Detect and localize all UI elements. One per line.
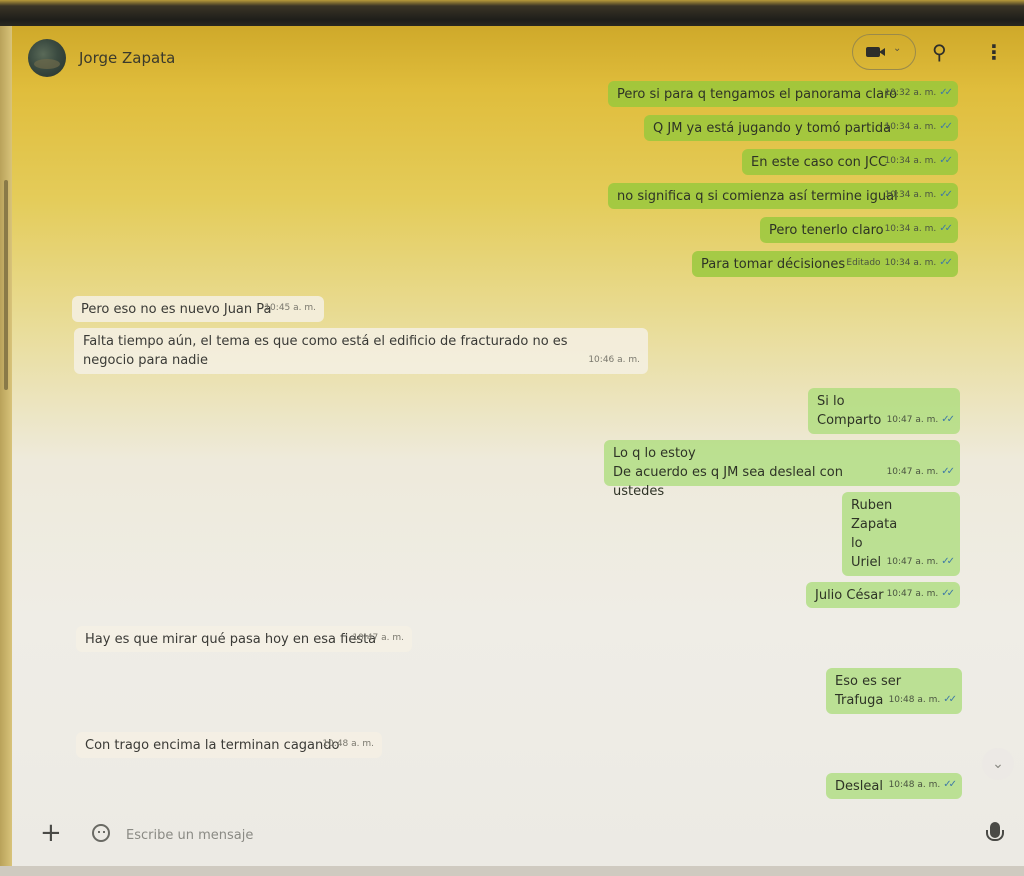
message-meta: 10:34 a. m.✓✓ bbox=[884, 117, 953, 137]
read-ticks-icon: ✓✓ bbox=[939, 223, 953, 234]
message-bubble-outgoing[interactable]: no significa q si comienza así termine i… bbox=[608, 183, 958, 209]
message-time: 10:34 a. m. bbox=[884, 224, 937, 234]
message-bubble-outgoing[interactable]: En este caso con JCC 10:34 a. m.✓✓ bbox=[742, 149, 958, 175]
message-text: Julio César bbox=[815, 588, 884, 603]
message-time: 10:47 a. m. bbox=[886, 467, 939, 477]
message-time: 10:47 a. m. bbox=[886, 415, 939, 425]
message-bubble-outgoing[interactable]: Julio César 10:47 a. m.✓✓ bbox=[806, 582, 960, 608]
message-meta: 10:48 a. m.✓✓ bbox=[888, 690, 957, 710]
message-bubble-incoming[interactable]: Con trago encima la terminan cagando 10:… bbox=[76, 732, 382, 758]
message-meta: 10:45 a. m. bbox=[264, 299, 316, 318]
read-ticks-icon: ✓✓ bbox=[943, 779, 957, 790]
message-composer: + bbox=[12, 806, 1024, 866]
message-meta: 10:32 a. m.✓✓ bbox=[884, 83, 953, 103]
chevron-down-icon: ⌄ bbox=[893, 43, 902, 54]
message-text: Lo q lo estoy De acuerdo es q JM sea des… bbox=[613, 446, 843, 499]
read-ticks-icon: ✓✓ bbox=[939, 189, 953, 200]
search-icon[interactable]: ⚲ bbox=[932, 40, 947, 64]
message-meta: 10:47 a. m.✓✓ bbox=[886, 410, 955, 430]
message-text: no significa q si comienza así termine i… bbox=[617, 189, 898, 204]
message-text: En este caso con JCC bbox=[751, 155, 888, 170]
message-meta: 10:34 a. m.✓✓ bbox=[884, 219, 953, 239]
message-text: Para tomar décisiones bbox=[701, 257, 846, 272]
message-time: 10:48 a. m. bbox=[888, 695, 941, 705]
scrollbar-thumb[interactable] bbox=[4, 180, 8, 390]
message-bubble-outgoing[interactable]: Pero tenerlo claro 10:34 a. m.✓✓ bbox=[760, 217, 958, 243]
sticker-icon[interactable] bbox=[92, 824, 110, 842]
microphone-icon[interactable] bbox=[986, 822, 1004, 841]
message-bubble-incoming[interactable]: Falta tiempo aún, el tema es que como es… bbox=[74, 328, 648, 374]
message-text: Falta tiempo aún, el tema es que como es… bbox=[83, 334, 568, 368]
video-call-button[interactable]: ⌄ bbox=[852, 34, 916, 70]
message-time: 10:34 a. m. bbox=[884, 258, 937, 268]
message-input[interactable] bbox=[124, 822, 948, 848]
message-meta: 10:47 a. m.✓✓ bbox=[886, 462, 955, 482]
message-text: Pero tenerlo claro bbox=[769, 223, 884, 238]
monitor-bezel bbox=[0, 0, 1024, 26]
scroll-to-bottom-button[interactable]: ⌄ bbox=[982, 748, 1014, 780]
message-meta: 10:34 a. m.✓✓ bbox=[884, 185, 953, 205]
message-time: 10:47 a. m. bbox=[352, 633, 404, 643]
read-ticks-icon: ✓✓ bbox=[941, 414, 955, 425]
left-panel-edge bbox=[0, 26, 12, 876]
message-bubble-outgoing[interactable]: Si lo Comparto 10:47 a. m.✓✓ bbox=[808, 388, 960, 434]
chevron-down-icon: ⌄ bbox=[992, 756, 1004, 772]
message-meta: 10:47 a. m. bbox=[352, 629, 404, 648]
read-ticks-icon: ✓✓ bbox=[939, 257, 953, 268]
read-ticks-icon: ✓✓ bbox=[939, 155, 953, 166]
message-meta: 10:46 a. m. bbox=[588, 351, 640, 370]
message-time: 10:34 a. m. bbox=[884, 122, 937, 132]
read-ticks-icon: ✓✓ bbox=[941, 588, 955, 599]
message-text: Pero eso no es nuevo Juan Pa bbox=[81, 302, 272, 317]
read-ticks-icon: ✓✓ bbox=[941, 466, 955, 477]
avatar[interactable] bbox=[28, 39, 66, 77]
message-meta: 10:48 a. m.✓✓ bbox=[888, 775, 957, 795]
message-time: 10:47 a. m. bbox=[886, 557, 939, 567]
more-vertical-icon[interactable]: ⋮ bbox=[984, 40, 1004, 64]
message-time: 10:47 a. m. bbox=[886, 589, 939, 599]
message-bubble-outgoing[interactable]: Ruben Zapata lo Uriel 10:47 a. m.✓✓ bbox=[842, 492, 960, 576]
message-time: 10:34 a. m. bbox=[884, 190, 937, 200]
message-text: Si lo Comparto bbox=[817, 394, 882, 428]
message-text: Pero si para q tengamos el panorama clar… bbox=[617, 87, 898, 102]
video-camera-icon bbox=[866, 47, 880, 57]
edited-label: Editado bbox=[846, 258, 881, 268]
message-text: Desleal bbox=[835, 779, 883, 794]
message-bubble-incoming[interactable]: Pero eso no es nuevo Juan Pa 10:45 a. m. bbox=[72, 296, 324, 322]
plus-icon[interactable]: + bbox=[40, 818, 62, 848]
message-time: 10:46 a. m. bbox=[588, 355, 640, 365]
message-text: Eso es ser Trafuga bbox=[835, 674, 902, 708]
message-time: 10:48 a. m. bbox=[888, 780, 941, 790]
contact-name[interactable]: Jorge Zapata bbox=[79, 49, 176, 67]
chat-header: Jorge Zapata ⌄ ⚲ ⋮ bbox=[12, 26, 1024, 88]
read-ticks-icon: ✓✓ bbox=[939, 121, 953, 132]
message-time: 10:45 a. m. bbox=[264, 303, 316, 313]
message-text: Hay es que mirar qué pasa hoy en esa fie… bbox=[85, 632, 377, 647]
message-text: Q JM ya está jugando y tomó partida bbox=[653, 121, 892, 136]
message-meta: 10:48 a. m. bbox=[322, 735, 374, 754]
read-ticks-icon: ✓✓ bbox=[943, 694, 957, 705]
message-bubble-outgoing[interactable]: Pero si para q tengamos el panorama clar… bbox=[608, 81, 958, 107]
message-text: Con trago encima la terminan cagando bbox=[85, 738, 340, 753]
message-bubble-incoming[interactable]: Hay es que mirar qué pasa hoy en esa fie… bbox=[76, 626, 412, 652]
message-text: Ruben Zapata lo Uriel bbox=[851, 498, 898, 570]
message-meta: 10:34 a. m.✓✓ bbox=[884, 151, 953, 171]
message-time: 10:48 a. m. bbox=[322, 739, 374, 749]
message-bubble-outgoing[interactable]: Desleal 10:48 a. m.✓✓ bbox=[826, 773, 962, 799]
message-bubble-outgoing[interactable]: Q JM ya está jugando y tomó partida 10:3… bbox=[644, 115, 958, 141]
message-time: 10:32 a. m. bbox=[884, 88, 937, 98]
message-bubble-outgoing[interactable]: Eso es ser Trafuga 10:48 a. m.✓✓ bbox=[826, 668, 962, 714]
message-time: 10:34 a. m. bbox=[884, 156, 937, 166]
message-bubble-outgoing[interactable]: Lo q lo estoy De acuerdo es q JM sea des… bbox=[604, 440, 960, 499]
monitor-bezel-bottom bbox=[0, 866, 1024, 876]
read-ticks-icon: ✓✓ bbox=[941, 556, 955, 567]
message-meta: 10:47 a. m.✓✓ bbox=[886, 584, 955, 604]
message-meta: 10:47 a. m.✓✓ bbox=[886, 552, 955, 572]
read-ticks-icon: ✓✓ bbox=[939, 87, 953, 98]
